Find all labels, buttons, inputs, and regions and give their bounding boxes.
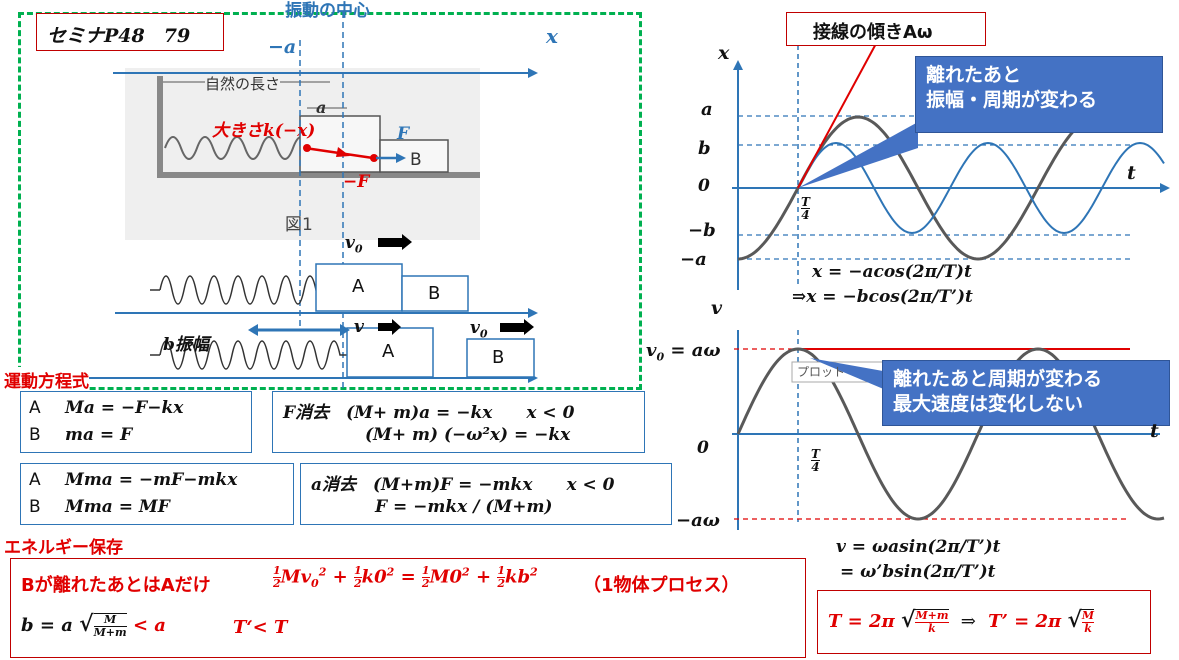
negF-label: −F	[343, 172, 370, 192]
v-label: v	[354, 317, 364, 337]
tangent-label-box: 接線の傾きAω	[786, 12, 986, 46]
callout1-line2: 振幅・周期が変わる	[926, 89, 1098, 111]
x-tick-a: a	[701, 99, 713, 120]
x-t-graph	[732, 39, 1170, 290]
x-graph-t-label: t	[1127, 162, 1136, 184]
callout2-pointer	[810, 358, 900, 396]
eom1-B-label: B	[29, 425, 41, 445]
x-tick-b: b	[698, 138, 711, 159]
eom3-A-eq: Mma = −mF−mkx	[65, 470, 238, 490]
x-tick-zero: 0	[698, 176, 710, 196]
block-A-2	[346, 327, 434, 378]
v0-arrow-1	[402, 234, 412, 250]
tangent-line	[797, 39, 879, 189]
eom-box-1: A Ma = −F−kx B ma = F	[20, 391, 252, 453]
center-label: 振動の中心	[285, 1, 370, 21]
a-label-photo: a	[316, 98, 327, 117]
neg-a-label: −a	[268, 36, 297, 58]
v0-label-2: v0	[470, 318, 488, 341]
energy-line1-suffix: （1物体プロセス）	[583, 575, 740, 596]
figure-caption: 図1	[285, 215, 313, 235]
photo-block-B: B	[410, 150, 422, 170]
eom2-line1: F消去 (M+ m)a = −kx x < 0	[283, 403, 575, 423]
callout1-pointer	[798, 122, 918, 188]
v0-arrow-2	[524, 319, 534, 335]
eom-box-2: F消去 (M+ m)a = −kx x < 0 (M+ m) (−ω²x) = …	[272, 391, 645, 453]
v-tick-v0: v0 = aω	[646, 340, 721, 364]
v-axis-title: v	[711, 297, 723, 319]
spring-2	[159, 340, 347, 370]
magnitude-label: 大きさk(−x)	[212, 121, 316, 141]
callout2-line2: 最大速度は変化しない	[893, 393, 1084, 415]
v-t-graph	[732, 330, 1165, 530]
v-tick-zero: 0	[697, 438, 709, 458]
natural-length-label: 自然の長さ	[205, 73, 281, 94]
page-title: セミナP48 79	[47, 25, 191, 47]
block-B-2	[466, 338, 535, 378]
eom2-line2: (M+ m) (−ω²x) = −kx	[365, 425, 571, 445]
plot-tooltip-label: プロット	[797, 365, 846, 379]
period-relation: T‘< T	[233, 617, 288, 638]
eom-box-4: a消去 (M+m)F = −mkx x < 0 F = −mkx / (M+m)	[300, 463, 672, 525]
eom3-B-label: B	[29, 497, 41, 517]
eom-box-3: A Mma = −mF−mkx B Mma = MF	[20, 463, 294, 525]
eom1-A-eq: Ma = −F−kx	[65, 398, 184, 418]
spring-1	[159, 275, 317, 305]
block-A-label-1: A	[352, 276, 365, 297]
block-B-label-2: B	[492, 347, 505, 368]
section-energy: エネルギー保存	[4, 538, 123, 558]
eom1-A-label: A	[29, 398, 41, 418]
x-axis-label-top: x	[546, 24, 558, 48]
eom3-B-eq: Mma = MF	[65, 497, 170, 517]
callout1-line1: 離れたあと	[926, 64, 1022, 86]
callout2-line1: 離れたあと周期が変わる	[893, 368, 1103, 390]
block-A-label-2: A	[382, 341, 395, 362]
v-eq-1: v = ωasin(2π/T’)t	[836, 537, 1001, 557]
spring-photo-drawing	[157, 76, 487, 178]
x-eq-1: x = −acos(2π/T)t	[812, 262, 972, 282]
title-box: セミナP48 79	[36, 13, 224, 51]
block-B-1	[401, 275, 469, 312]
textbook-photo	[125, 68, 487, 240]
F-label: F	[397, 124, 410, 144]
green-dashed-frame	[18, 12, 642, 390]
eom4-line1: a消去 (M+m)F = −mkx x < 0	[311, 475, 615, 495]
callout-period-speed: 離れたあと周期が変わる 最大速度は変化しない	[882, 360, 1170, 426]
v-graph-t-label: t	[1150, 420, 1159, 442]
x-tick-negb: −b	[688, 220, 716, 241]
v0-label-1: v0	[345, 233, 363, 256]
energy-line1-prefix: Bが離れたあとはAだけ	[21, 575, 211, 596]
block-B-label-1: B	[428, 283, 441, 304]
b-amplitude-label: b振幅	[163, 335, 209, 355]
photo-overlay	[22, 12, 538, 388]
v-eq-2: = ω’bsin(2π/T’)t	[840, 562, 996, 582]
eom1-B-eq: ma = F	[65, 425, 133, 445]
v-arrow	[392, 319, 401, 335]
callout-amplitude-period: 離れたあと 振幅・周期が変わる	[915, 56, 1163, 133]
x-axis-title: x	[718, 42, 730, 64]
x-tick-nega: −a	[680, 249, 707, 270]
tangent-label: 接線の傾きAω	[813, 22, 933, 43]
eom3-A-label: A	[29, 470, 41, 490]
section-eom: 運動方程式	[4, 367, 89, 392]
eom4-line2: F = −mkx / (M+m)	[375, 497, 553, 517]
v-tick-negaw: −aω	[676, 510, 720, 531]
x-eq-2: ⇒x = −bcos(2π/T’)t	[792, 287, 973, 307]
top-axis-arrow	[528, 68, 538, 78]
graphs	[732, 39, 1170, 530]
